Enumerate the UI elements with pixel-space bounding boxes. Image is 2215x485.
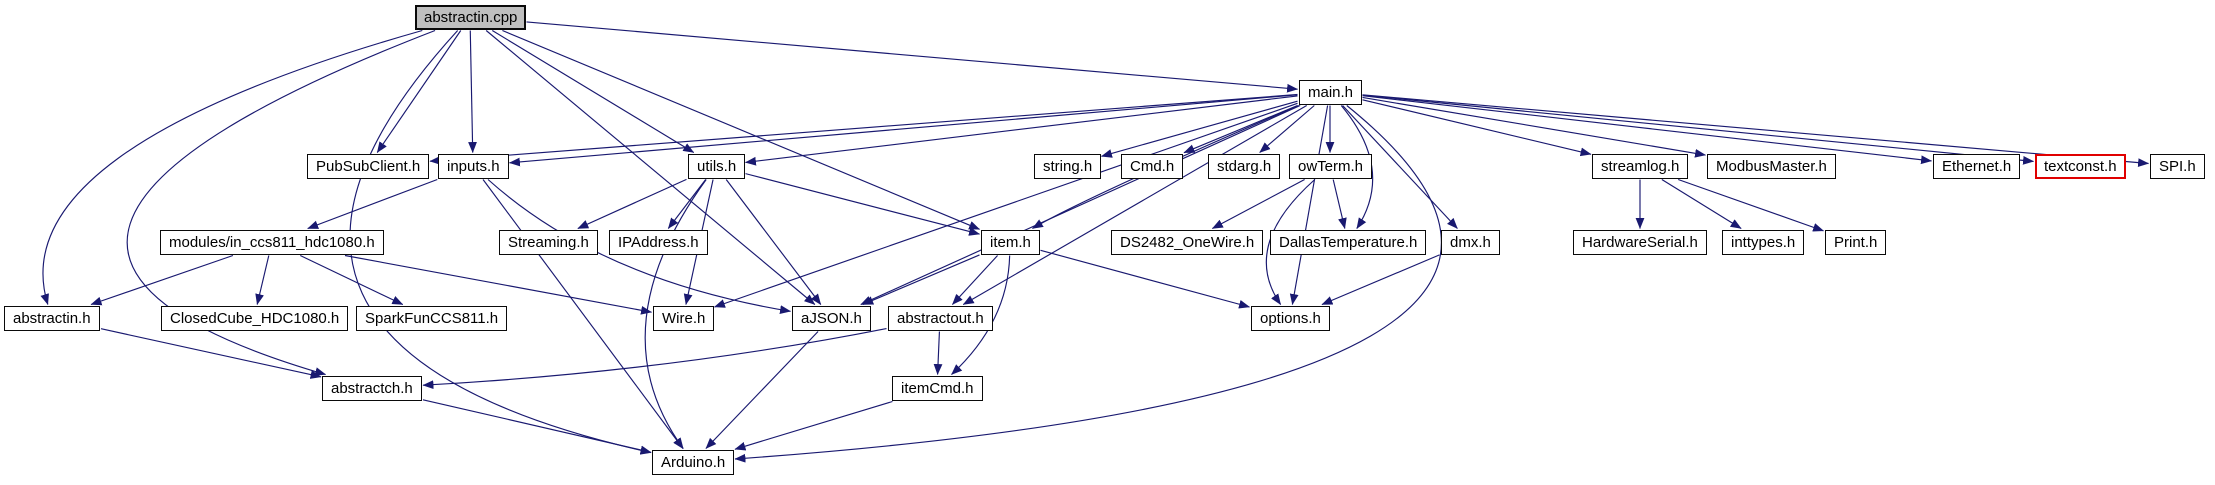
node-dmx_h[interactable]: dmx.h [1441,230,1500,255]
node-spi_h[interactable]: SPI.h [2150,154,2205,179]
node-itemcmd_h[interactable]: itemCmd.h [892,376,983,401]
edge-ajson_h-to-arduino_h [705,331,819,449]
edge-main_h-to-wire_h [713,102,1298,308]
edge-abstractin_cpp-to-ajson_h [485,30,816,305]
edge-main_h-to-options_h [1289,105,1329,306]
node-ipaddress_h[interactable]: IPAddress.h [609,230,708,255]
edge-owterm_h-to-options_h [1265,179,1316,305]
node-print_h[interactable]: Print.h [1825,230,1887,255]
node-textconst_h[interactable]: textconst.h [2035,154,2126,179]
node-main_h[interactable]: main.h [1299,80,1363,105]
node-options_h[interactable]: options.h [1251,306,1330,331]
node-item_h[interactable]: item.h [981,230,1040,255]
node-inttypes_h[interactable]: inttypes.h [1722,230,1805,255]
edge-abstractin_cpp-to-arduino_h [349,30,652,455]
edge-main_h-to-stdarg_h [1259,105,1315,153]
edge-abstractin_h-to-abstractch_h [100,328,322,379]
edge-owterm_h-to-ds2482_h [1211,178,1305,230]
node-inputs_h[interactable]: inputs.h [438,154,509,179]
node-streamlog_h[interactable]: streamlog.h [1592,154,1689,179]
node-modbusmaster_h[interactable]: ModbusMaster.h [1707,154,1836,179]
edge-modules_h-to-sparkfun_h [299,254,404,306]
node-abstractch_h[interactable]: abstractch.h [322,376,422,401]
node-ethernet_h[interactable]: Ethernet.h [1933,154,2021,179]
edge-main_h-to-dmx_h [1342,105,1458,229]
edge-main_h-to-arduino_h [734,105,1442,463]
edge-utils_h-to-ajson_h [725,179,822,305]
edge-itemcmd_h-to-arduino_h [734,400,893,451]
edge-modules_h-to-abstractin_h [90,254,234,306]
node-abstractout_h[interactable]: abstractout.h [888,306,993,331]
edge-main_h-to-textconst_h [1362,94,2035,165]
node-utils_h[interactable]: utils.h [688,154,746,179]
edge-utils_h-to-item_h [745,173,981,236]
edge-abstractin_cpp-to-utils_h [491,30,695,153]
edge-modules_h-to-wire_h [344,254,653,315]
edge-main_h-to-spi_h [1362,94,2150,167]
edge-main_h-to-cmd_h [1183,104,1298,154]
edge-main_h-to-pubsubclient_h [429,93,1298,165]
edge-abstractin_cpp-to-abstractin_h [40,29,423,306]
edge-item_h-to-itemcmd_h [951,255,1011,375]
edge-main_h-to-utils_h [744,95,1298,166]
edge-owterm_h-to-dallastemp_h [1332,179,1347,230]
edge-main_h-to-inputs_h [508,94,1298,167]
edge-inputs_h-to-ajson_h [487,179,792,314]
node-cmd_h[interactable]: Cmd.h [1121,154,1184,179]
edge-main_h-to-string_h [1100,100,1298,158]
edge-main_h-to-abstractout_h [962,105,1307,305]
edge-modules_h-to-closedcube_h [255,255,270,306]
node-hardwareserial_h[interactable]: HardwareSerial.h [1573,230,1707,255]
edge-abstractout_h-to-abstractch_h [422,327,887,390]
edge-utils_h-to-arduino_h [644,179,707,449]
node-dallastemp_h[interactable]: DallasTemperature.h [1270,230,1427,255]
node-abstractin_h[interactable]: abstractin.h [4,306,100,331]
edge-utils_h-to-ipaddress_h [667,179,707,229]
edge-main_h-to-modbusmaster_h [1362,96,1707,158]
node-arduino_h[interactable]: Arduino.h [652,450,735,475]
edge-main_h-to-ethernet_h [1362,95,1933,165]
edge-main_h-to-streamlog_h [1362,99,1592,157]
edge-dmx_h-to-options_h [1321,254,1440,306]
edge-streamlog_h-to-print_h [1677,178,1825,232]
node-stdarg_h[interactable]: stdarg.h [1208,154,1281,179]
edge-abstractin_cpp-to-abstractch_h [126,29,436,376]
edge-abstractin_cpp-to-inputs_h [468,30,477,154]
node-sparkfun_h[interactable]: SparkFunCCS811.h [356,306,508,331]
edge-inputs_h-to-modules_h [307,178,438,230]
edge-abstractin_cpp-to-pubsubclient_h [376,30,462,153]
edge-streamlog_h-to-inttypes_h [1661,179,1742,229]
edge-abstractch_h-to-arduino_h [422,399,652,455]
node-wire_h[interactable]: Wire.h [653,306,715,331]
node-closedcube_h[interactable]: ClosedCube_HDC1080.h [161,306,349,331]
edge-item_h-to-ajson_h [862,254,980,306]
edge-utils_h-to-streaming_h [577,178,687,230]
node-ajson_h[interactable]: aJSON.h [792,306,871,331]
edge-abstractout_h-to-itemcmd_h [933,331,943,376]
node-modules_h[interactable]: modules/in_ccs811_hdc1080.h [160,230,384,255]
edge-item_h-to-abstractout_h [952,255,998,305]
edge-abstractin_cpp-to-item_h [502,29,981,230]
node-streaming_h[interactable]: Streaming.h [499,230,598,255]
edge-main_h-to-ajson_h [860,104,1301,306]
node-string_h[interactable]: string.h [1034,154,1102,179]
edge-inputs_h-to-arduino_h [482,179,684,449]
node-pubsubclient_h[interactable]: PubSubClient.h [307,154,430,179]
node-ds2482_h[interactable]: DS2482_OneWire.h [1111,230,1264,255]
node-abstractin_cpp[interactable]: abstractin.cpp [415,5,527,30]
edge-abstractin_cpp-to-main_h [526,21,1299,93]
edge-item_h-to-options_h [1040,249,1251,309]
node-owterm_h[interactable]: owTerm.h [1289,154,1373,179]
